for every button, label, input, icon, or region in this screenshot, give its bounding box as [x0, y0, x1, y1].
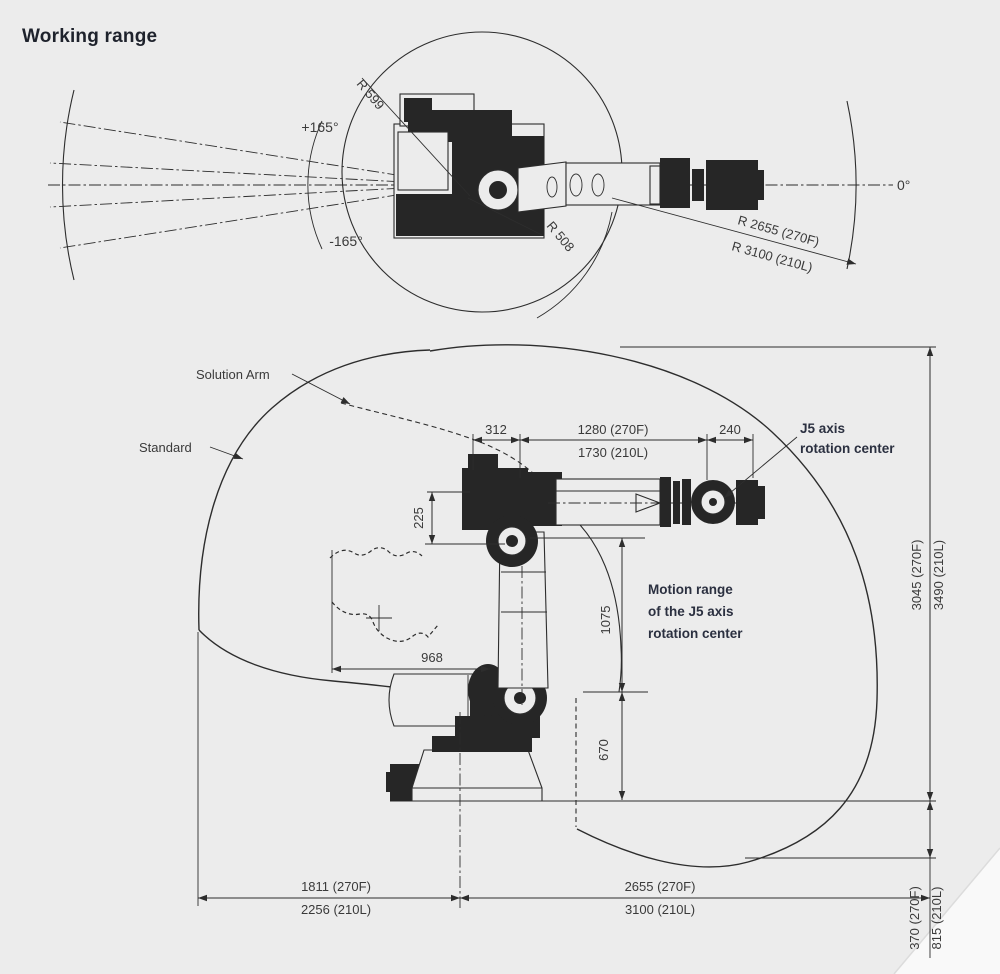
dim-1280-270f: 1280 (270F)	[578, 422, 649, 437]
robot-side-silhouette	[386, 454, 765, 802]
zero-deg-label: 0°	[897, 177, 910, 193]
dim-bottom-horizontal: 1811 (270F) 2256 (210L) 2655 (270F) 3100…	[197, 632, 930, 917]
dim-968: 968	[331, 550, 490, 673]
dim-968-label: 968	[421, 650, 443, 665]
page-corner-edge	[893, 847, 1000, 974]
solution-arm-label: Solution Arm	[196, 367, 270, 382]
dim-3100-210l: 3100 (210L)	[625, 902, 695, 917]
dim-1730-210l: 1730 (210L)	[578, 445, 648, 460]
standard-envelope-arc	[198, 349, 431, 631]
center-cross-mark	[366, 605, 392, 631]
solution-arm-envelope-arc	[429, 344, 878, 868]
j5-axis-label-line2: rotation center	[800, 441, 895, 456]
dim-right-vertical: 3045 (270F) 3490 (210L) 370 (270F) 815 (…	[907, 347, 946, 958]
side-view: 312 1280 (270F) 1730 (210L) 240 J5 axis …	[139, 344, 946, 958]
dim-1075-label: 1075	[598, 606, 613, 635]
dim-1075-670: 1075 670	[530, 537, 648, 800]
dim-370-270f: 370 (270F)	[907, 886, 922, 950]
dim-240: 240	[719, 422, 741, 437]
restricted-zone-scribble	[329, 547, 439, 642]
dim-815-210l: 815 (210L)	[929, 887, 944, 950]
r599-leader	[361, 77, 471, 197]
dim-670-label: 670	[596, 739, 611, 761]
j5-axis-callout: J5 axis rotation center	[723, 421, 895, 499]
dim-3045-270f: 3045 (270F)	[909, 540, 924, 611]
dim-top-chain: 312 1280 (270F) 1730 (210L) 240	[472, 422, 754, 480]
robot-top-silhouette	[393, 93, 764, 239]
rear-envelope-arc	[61, 89, 75, 281]
dim-3490-210l: 3490 (210L)	[931, 540, 946, 610]
dim-2655-270f: 2655 (270F)	[625, 879, 696, 894]
inner-rear-arc	[307, 120, 323, 250]
r508-arc	[536, 211, 613, 319]
front-radius-leader	[611, 197, 857, 265]
dim-1811-270f: 1811 (270F)	[301, 879, 371, 894]
motion-range-note: Motion range of the J5 axis rotation cen…	[648, 582, 743, 641]
dim-312: 312	[485, 422, 507, 437]
motion-range-line2: of the J5 axis	[648, 604, 734, 619]
j5-axis-label-line1: J5 axis	[800, 421, 845, 436]
dim-225-label: 225	[411, 507, 426, 529]
solution-arm-callout: Solution Arm	[196, 367, 351, 405]
dim-2256-210l: 2256 (210L)	[301, 902, 371, 917]
dim-225: 225	[411, 491, 505, 545]
motion-range-line3: rotation center	[648, 626, 743, 641]
standard-label: Standard	[139, 440, 192, 455]
page-title: Working range	[22, 26, 157, 47]
plus-165-label: +165°	[301, 119, 338, 135]
solution-arm-rear-dashed-arc	[340, 402, 558, 505]
standard-lower-arc	[198, 629, 393, 688]
motion-range-line1: Motion range	[648, 582, 733, 597]
r508-leader	[467, 197, 543, 236]
minus-165-label: -165°	[329, 233, 363, 249]
top-view: R 599 R 508 R 2655 (270F) R 3100 (210L) …	[48, 31, 910, 319]
standard-callout: Standard	[139, 440, 244, 460]
